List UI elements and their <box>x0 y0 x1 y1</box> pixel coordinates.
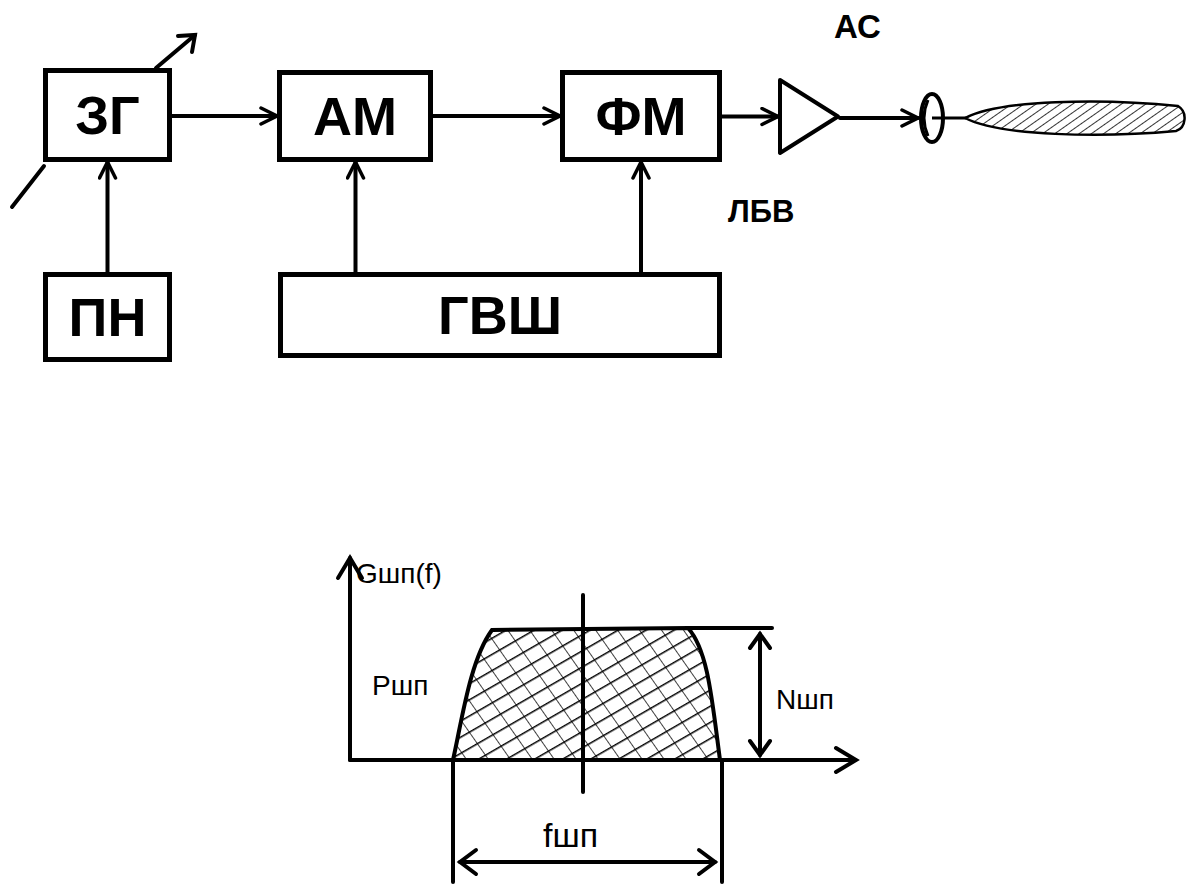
amplifier-symbol: ЛБВ <box>778 78 840 155</box>
antenna-dish <box>918 92 966 144</box>
power-label: Pшп <box>372 672 428 700</box>
bandwidth-label: fшп <box>543 818 598 852</box>
process-box: АМ <box>277 70 433 162</box>
process-box: ПН <box>43 272 172 362</box>
dish-inner <box>924 100 928 136</box>
spectrum-chart <box>338 558 856 882</box>
density-label: Nшп <box>776 686 834 714</box>
symbol-label: АС <box>834 10 881 43</box>
signal-arrow <box>172 114 277 118</box>
signal-arrow <box>106 162 110 272</box>
process-box: ЗГ <box>43 68 172 162</box>
block-label: ГВШ <box>438 288 562 342</box>
process-box: ФМ <box>560 70 722 162</box>
tuning-arrow <box>12 35 195 207</box>
symbol-label: ЛБВ <box>728 196 794 227</box>
block-label: ФМ <box>595 89 686 143</box>
amplifier-outline <box>780 80 838 153</box>
amplifier-triangle <box>778 78 840 155</box>
signal-arrow <box>639 162 643 272</box>
antenna-symbol: АС <box>918 92 966 144</box>
signal-arrow <box>840 116 918 120</box>
block-label: ПН <box>69 290 147 344</box>
block-label: ЗГ <box>75 88 139 142</box>
signal-arrow <box>433 114 560 118</box>
signal-arrow <box>722 115 778 119</box>
process-box: ГВШ <box>278 272 722 358</box>
dish-feed <box>932 117 966 120</box>
block-label: АМ <box>313 89 397 143</box>
antenna-beam <box>965 102 1185 135</box>
signal-arrow <box>354 162 358 272</box>
axis-label: Gшп(f) <box>356 560 442 588</box>
